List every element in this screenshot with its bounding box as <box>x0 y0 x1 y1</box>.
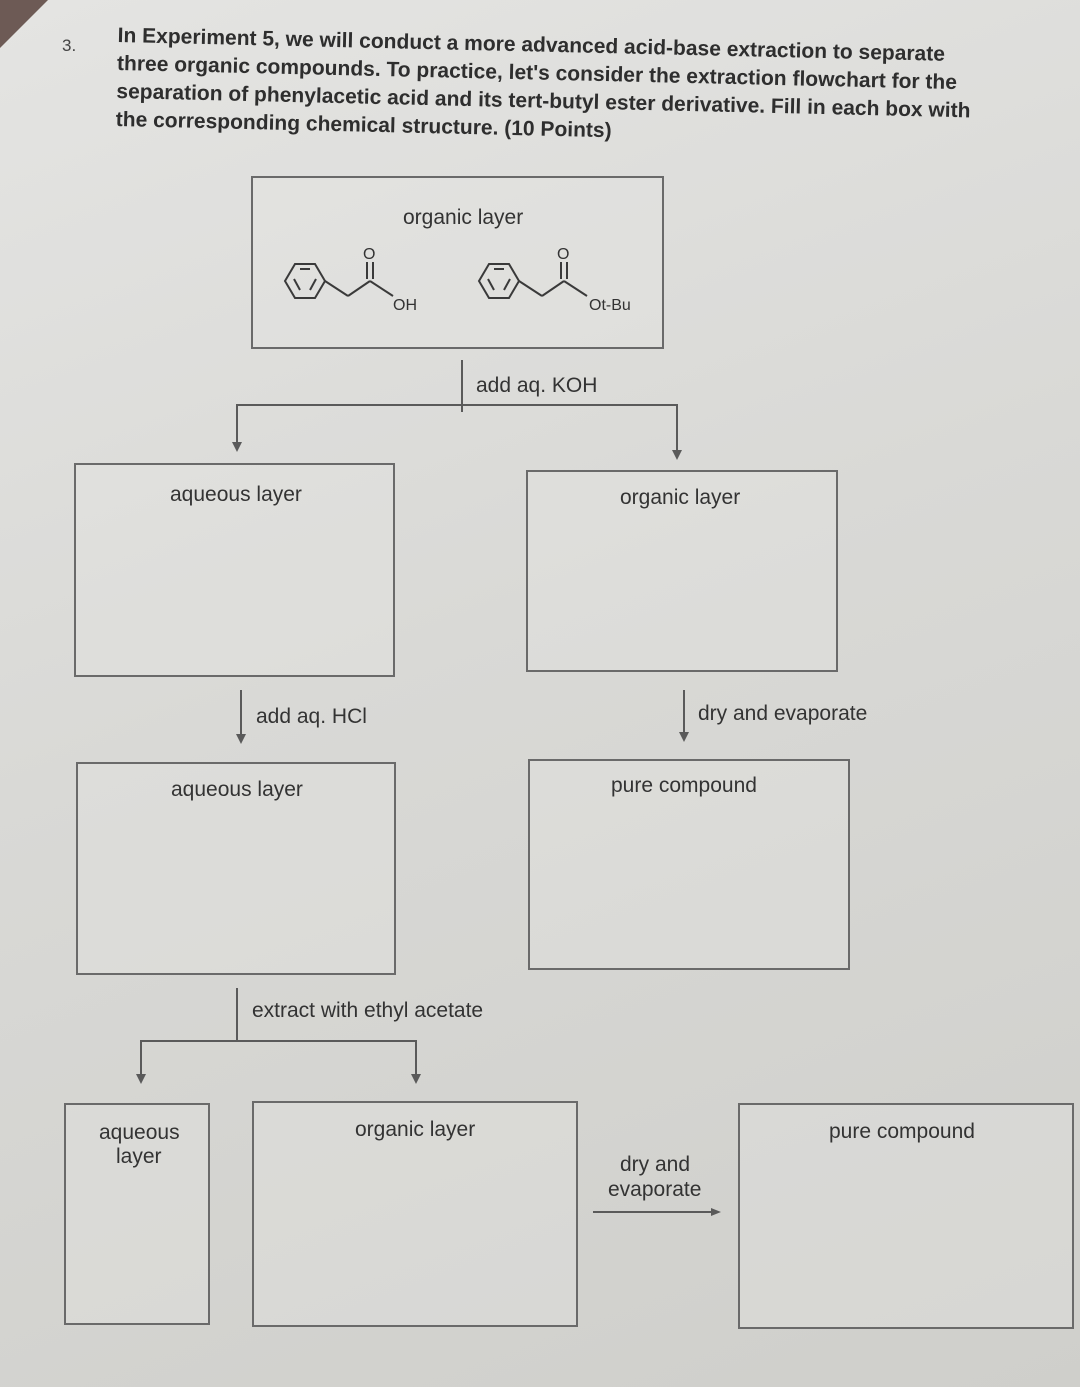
connector-right-drop <box>676 404 678 452</box>
ester-carbonyl-o: O <box>557 246 569 263</box>
question-number: 3. <box>62 36 77 55</box>
top-organic-box: organic layer O OH O Ot-B <box>251 176 664 349</box>
arrow-down-dry-1 <box>679 732 689 742</box>
connector-top-horizontal <box>236 404 678 406</box>
pure-compound-box-2[interactable]: pure compound <box>738 1103 1074 1329</box>
arrow-down-right-1 <box>672 450 682 460</box>
step-dry-line-2: evaporate <box>608 1178 702 1201</box>
arrow-down-left-1 <box>232 442 242 452</box>
aqueous-layer-box-3[interactable]: aqueous layer <box>64 1103 210 1325</box>
organic-layer-box-1[interactable]: organic layer <box>526 470 838 672</box>
arrow-down-extract-right <box>411 1074 421 1084</box>
pure-compound-label-2: pure compound <box>829 1120 975 1143</box>
arrow-right-dry-2 <box>711 1208 721 1216</box>
connector-top-vertical <box>461 360 463 412</box>
aqueous-layer-label-1: aqueous layer <box>170 483 302 506</box>
arrow-down-extract-left <box>136 1074 146 1084</box>
tert-butyl-ester-structure <box>477 262 588 299</box>
ester-otbu-group: Ot-Bu <box>589 297 631 314</box>
connector-dry-2 <box>593 1211 713 1213</box>
aqueous-layer-box-2[interactable]: aqueous layer <box>76 762 396 975</box>
pure-compound-label-1: pure compound <box>611 774 757 797</box>
phenylacetic-acid-structure <box>283 262 394 299</box>
connector-extract-left-drop <box>140 1040 142 1076</box>
step-add-koh: add aq. KOH <box>476 374 598 397</box>
step-extract-ethyl-acetate: extract with ethyl acetate <box>252 999 484 1022</box>
connector-extract-right-drop <box>415 1040 417 1076</box>
connector-hcl <box>240 690 242 736</box>
aqueous-layer-box-1[interactable]: aqueous layer <box>74 463 395 677</box>
structures-svg: O OH O Ot-Bu <box>283 246 631 314</box>
aqueous-layer-label-3b: layer <box>116 1145 162 1168</box>
arrow-down-hcl <box>236 734 246 744</box>
top-box-label: organic layer <box>403 206 524 229</box>
organic-layer-label-1: organic layer <box>620 486 741 509</box>
pure-compound-box-1[interactable]: pure compound <box>528 759 850 970</box>
connector-dry-1 <box>683 690 685 734</box>
aqueous-layer-label-2: aqueous layer <box>171 778 303 801</box>
acid-oh-group: OH <box>393 297 417 314</box>
connector-left-drop <box>236 404 238 444</box>
connector-extract-vertical <box>236 988 238 1042</box>
question-text: In Experiment 5, we will conduct a more … <box>115 22 1017 154</box>
organic-layer-label-2: organic layer <box>355 1118 476 1141</box>
desk-corner <box>0 0 48 48</box>
step-add-hcl: add aq. HCl <box>256 705 367 728</box>
step-dry-evaporate-1: dry and evaporate <box>698 702 868 725</box>
step-dry-line-1: dry and <box>620 1153 691 1176</box>
aqueous-layer-label-3a: aqueous <box>99 1121 180 1144</box>
connector-extract-horizontal <box>140 1040 417 1042</box>
acid-carbonyl-o: O <box>363 246 375 263</box>
organic-layer-box-2[interactable]: organic layer <box>252 1101 578 1327</box>
